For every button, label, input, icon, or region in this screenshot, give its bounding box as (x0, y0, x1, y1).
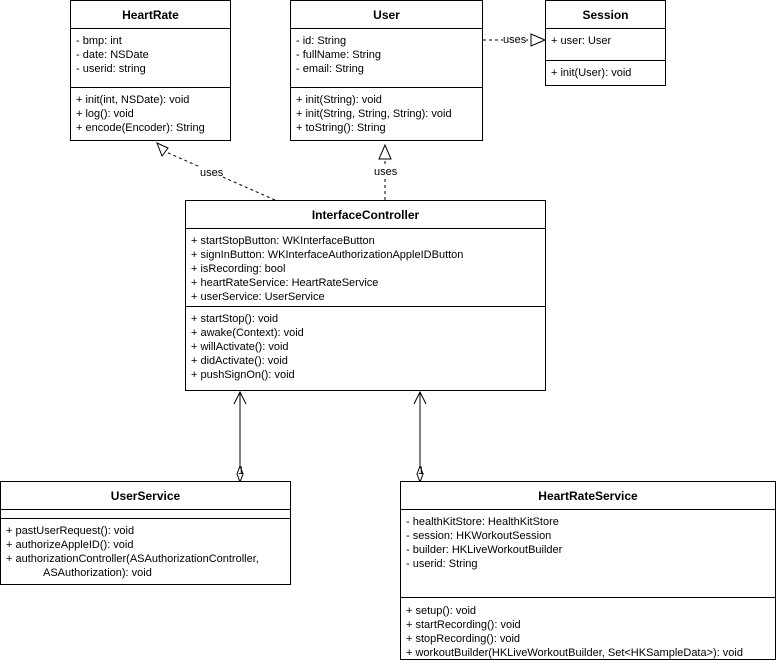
method: + stopRecording(): void (406, 633, 521, 645)
heartrate-class: HeartRate - bmp: int - date: NSDate - us… (70, 0, 231, 141)
methods-section: + init(int, NSDate): void + log(): void … (71, 87, 230, 135)
interfacecontroller-class: InterfaceController + startStopButton: W… (185, 200, 546, 391)
method: + init(int, NSDate): void (76, 94, 190, 106)
class-name: InterfaceController (186, 201, 545, 229)
heartrate-uses-line (165, 151, 276, 201)
heartrate-uses-label: uses (200, 167, 224, 179)
methods-section: + init(String): void + init(String, Stri… (291, 87, 482, 135)
attribute: + signInButton: WKInterfaceAuthorization… (191, 249, 464, 261)
attributes-section: - bmp: int - date: NSDate - userid: stri… (71, 29, 230, 87)
userservice-class: UserService + pastUserRequest(): void + … (0, 481, 291, 585)
method: + awake(Context): void (191, 327, 304, 339)
heartrateservice-association-arrowhead (413, 390, 427, 405)
attribute: - session: HKWorkoutSession (406, 530, 552, 542)
attribute: + heartRateService: HeartRateService (191, 277, 379, 289)
attribute: + isRecording: bool (191, 263, 286, 275)
attribute: - builder: HKLiveWorkoutBuilder (406, 544, 563, 556)
userservice-association-arrowhead (233, 390, 247, 405)
attribute: + user: User (551, 35, 612, 47)
heartrateservice-class: HeartRateService - healthKitStore: Healt… (400, 481, 776, 660)
class-name: HeartRateService (401, 482, 775, 510)
attributes-section: - id: String - fullName: String - email:… (291, 29, 482, 87)
method: + init(User): void (551, 67, 632, 79)
session-class: Session + user: User + init(User): void (545, 0, 666, 86)
method: + pushSignOn(): void (191, 369, 295, 381)
method: + startStop(): void (191, 313, 279, 325)
userservice-multiplicity-label: 1 (238, 465, 245, 477)
attribute: + userService: UserService (191, 291, 325, 303)
method: + workoutBuilder(HKLiveWorkoutBuilder, S… (406, 647, 743, 659)
methods-section: + setup(): void + startRecording(): void… (401, 597, 775, 660)
session-uses-label: uses (503, 34, 527, 46)
class-name: HeartRate (71, 1, 230, 29)
attribute: - userid: String (406, 558, 478, 570)
class-name: Session (546, 1, 665, 29)
method: + log(): void (76, 108, 134, 120)
methods-section: + init(User): void (546, 60, 665, 80)
attribute: - date: NSDate (76, 49, 149, 61)
method: + pastUserRequest(): void (6, 525, 135, 537)
method: + authorizeAppleID(): void (6, 539, 134, 551)
method: + encode(Encoder): String (76, 122, 205, 134)
attribute: - fullName: String (296, 49, 381, 61)
attribute: - bmp: int (76, 35, 122, 47)
method: + didActivate(): void (191, 355, 288, 367)
heartrateservice-multiplicity-label: 1 (418, 465, 425, 477)
attributes-section: + startStopButton: WKInterfaceButton + s… (186, 229, 545, 306)
method: + willActivate(): void (191, 341, 289, 353)
method: + init(String): void (296, 94, 382, 106)
method: + setup(): void (406, 605, 477, 617)
heartrate-uses-arrowhead (156, 142, 169, 158)
method-continuation: ASAuthorization): void (43, 567, 152, 579)
method: + toString(): String (296, 122, 386, 134)
attributes-section: - healthKitStore: HealthKitStore - sessi… (401, 510, 775, 597)
attribute: + startStopButton: WKInterfaceButton (191, 235, 375, 247)
method: + authorizationController(ASAuthorizatio… (6, 553, 259, 565)
method: + init(String, String, String): void (296, 108, 452, 120)
user-uses-arrowhead (378, 143, 392, 160)
session-uses-arrowhead (530, 33, 547, 47)
attribute: - email: String (296, 63, 364, 75)
class-name: User (291, 1, 482, 29)
attribute: - healthKitStore: HealthKitStore (406, 516, 559, 528)
attributes-section (1, 510, 290, 518)
user-uses-label: uses (374, 166, 398, 178)
attribute: - id: String (296, 35, 347, 47)
methods-section: + startStop(): void + awake(Context): vo… (186, 306, 545, 382)
method: + startRecording(): void (406, 619, 521, 631)
class-name: UserService (1, 482, 290, 510)
attribute: - userid: string (76, 63, 146, 75)
attributes-section: + user: User (546, 29, 665, 60)
methods-section: + pastUserRequest(): void + authorizeApp… (1, 518, 290, 580)
user-class: User - id: String - fullName: String - e… (290, 0, 483, 141)
